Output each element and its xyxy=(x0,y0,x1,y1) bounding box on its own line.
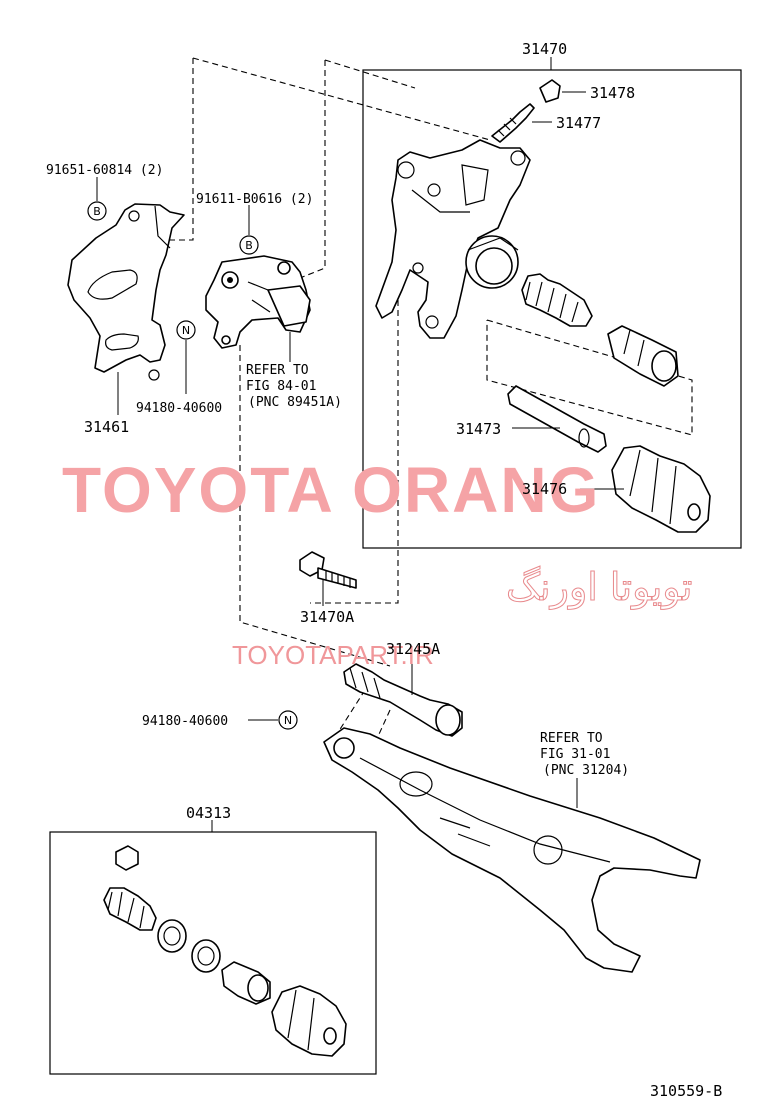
kit-box-31470 xyxy=(362,69,742,549)
push-rod-31245A xyxy=(343,663,463,737)
watermark-persian: تویوتا اورنگ xyxy=(506,565,693,610)
refer-fig-84-line2: FIG 84-01 xyxy=(246,379,316,394)
bolt-31470A xyxy=(299,551,357,589)
piston xyxy=(607,325,679,387)
marker-b-91611: B xyxy=(239,235,259,255)
refer-fig-31-line2: FIG 31-01 xyxy=(540,747,610,762)
bracket-31461 xyxy=(67,203,185,381)
marker-n-94180-top: N xyxy=(176,320,196,340)
spring xyxy=(521,273,593,327)
bleeder-plug-31477 xyxy=(491,103,535,143)
label-94180-fork: 94180-40600 xyxy=(142,714,228,729)
label-31476: 31476 xyxy=(522,480,567,498)
label-31245A: 31245A xyxy=(386,640,440,658)
release-fork xyxy=(323,727,701,973)
watermark-main: TOYOTA ORANG xyxy=(62,454,600,526)
refer-fig-84-line3: (PNC 89451A) xyxy=(248,395,342,410)
label-31477: 31477 xyxy=(556,114,601,132)
label-31470: 31470 xyxy=(522,40,567,58)
push-rod-31473 xyxy=(507,385,607,453)
label-31470A: 31470A xyxy=(300,608,354,626)
watermark-url: TOYOTAPART.IR xyxy=(232,640,434,670)
label-94180-top: 94180-40600 xyxy=(136,401,222,416)
label-91611: 91611-B0616 (2) xyxy=(196,192,313,207)
diagram-code: 310559-B xyxy=(650,1082,722,1100)
kit-spring xyxy=(103,887,157,931)
svg-text:B: B xyxy=(245,239,253,252)
label-04313: 04313 xyxy=(186,804,231,822)
boot-31476 xyxy=(611,445,711,533)
refer-fig-31-line3: (PNC 31204) xyxy=(543,763,629,778)
kit-box-04313 xyxy=(49,831,377,1075)
refer-fig-31-line1: REFER TO xyxy=(540,731,603,746)
release-cylinder-housing xyxy=(375,139,531,339)
svg-text:N: N xyxy=(284,714,292,727)
kit-piston xyxy=(221,961,271,1005)
label-31473: 31473 xyxy=(456,420,501,438)
marker-b-91651: B xyxy=(87,201,107,221)
label-91651: 91651-60814 (2) xyxy=(46,163,163,178)
kit-cap xyxy=(115,845,139,871)
label-31478: 31478 xyxy=(590,84,635,102)
kit-cup-seal-1 xyxy=(157,919,187,953)
switch-assembly xyxy=(205,255,311,349)
marker-n-94180-fork: N xyxy=(278,710,298,730)
svg-text:N: N xyxy=(182,324,190,337)
svg-text:B: B xyxy=(93,205,101,218)
leader-lines xyxy=(96,57,624,832)
label-31461: 31461 xyxy=(84,418,129,436)
refer-fig-84-line1: REFER TO xyxy=(246,363,309,378)
kit-boot xyxy=(271,985,347,1057)
bleeder-cap-31478 xyxy=(539,79,561,103)
kit-cup-seal-2 xyxy=(191,939,221,973)
